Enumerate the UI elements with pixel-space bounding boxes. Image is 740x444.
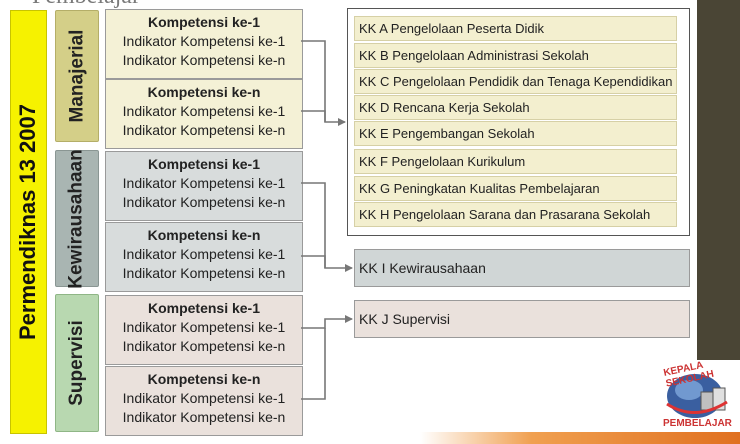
kk-item-c: KK C Pengelolaan Pendidik dan Tenaga Kep… (354, 69, 677, 94)
competency-title: Kompetensi ke-n (147, 371, 261, 387)
logo-text-bottom: PEMBELAJAR (663, 418, 732, 429)
slide-title: Pembelajar (32, 0, 140, 8)
competency-title: Kompetensi ke-n (147, 227, 261, 243)
connector-manajerial-1 (301, 40, 346, 126)
indicator-line: Indikator Kompetensi ke-n (122, 122, 286, 138)
indicator-line: Indikator Kompetensi ke-1 (122, 319, 286, 335)
competency-box-manajerial-n: Kompetensi ke-n Indikator Kompetensi ke-… (105, 79, 303, 149)
kk-item-b: KK B Pengelolaan Administrasi Sekolah (354, 43, 677, 68)
indicator-line: Indikator Kompetensi ke-1 (122, 246, 286, 262)
competency-box-kewirausahaan-1: Kompetensi ke-1 Indikator Kompetensi ke-… (105, 151, 303, 221)
indicator-line: Indikator Kompetensi ke-1 (122, 33, 286, 49)
competency-box-supervisi-n: Kompetensi ke-n Indikator Kompetensi ke-… (105, 366, 303, 436)
connector-kewirausahaan-n (301, 255, 326, 268)
spine-permendiknas: Permendiknas 13 2007 (10, 10, 47, 434)
indicator-line: Indikator Kompetensi ke-n (122, 265, 286, 281)
decorative-band-right (697, 0, 740, 360)
indicator-line: Indikator Kompetensi ke-n (122, 409, 286, 425)
indicator-line: Indikator Kompetensi ke-n (122, 338, 286, 354)
connector-manajerial-n (301, 110, 326, 122)
kk-item-h: KK H Pengelolaan Sarana dan Prasarana Se… (354, 202, 677, 227)
indicator-line: Indikator Kompetensi ke-1 (122, 390, 286, 406)
indicator-line: Indikator Kompetensi ke-n (122, 52, 286, 68)
connector-kewirausahaan-1 (301, 182, 353, 272)
connector-supervisi-1 (301, 315, 353, 329)
competency-box-kewirausahaan-n: Kompetensi ke-n Indikator Kompetensi ke-… (105, 222, 303, 292)
indicator-line: Indikator Kompetensi ke-n (122, 194, 286, 210)
competency-title: Kompetensi ke-1 (147, 156, 261, 172)
kk-item-g: KK G Peningkatan Kualitas Pembelajaran (354, 176, 677, 201)
decorative-stripe-orange (420, 432, 740, 444)
category-supervisi: Supervisi (55, 294, 99, 432)
competency-box-supervisi-1: Kompetensi ke-1 Indikator Kompetensi ke-… (105, 295, 303, 365)
kepala-sekolah-logo (666, 374, 728, 418)
category-manajerial: Manajerial (55, 10, 99, 142)
indicator-line: Indikator Kompetensi ke-1 (122, 175, 286, 191)
kk-item-d: KK D Rencana Kerja Sekolah (354, 95, 677, 120)
competency-box-manajerial-1: Kompetensi ke-1 Indikator Kompetensi ke-… (105, 9, 303, 79)
connector-supervisi-n (301, 328, 326, 400)
kk-item-j-supervisi: KK J Supervisi (354, 300, 690, 338)
competency-title: Kompetensi ke-1 (147, 14, 261, 30)
competency-title: Kompetensi ke-n (147, 84, 261, 100)
kk-item-a: KK A Pengelolaan Peserta Didik (354, 16, 677, 41)
kk-item-f: KK F Pengelolaan Kurikulum (354, 149, 677, 174)
indicator-line: Indikator Kompetensi ke-1 (122, 103, 286, 119)
competency-title: Kompetensi ke-1 (147, 300, 261, 316)
kk-item-i-kewirausahaan: KK I Kewirausahaan (354, 249, 690, 287)
category-kewirausahaan: Kewirausahaan (55, 149, 99, 288)
kk-item-e: KK E Pengembangan Sekolah (354, 121, 677, 146)
